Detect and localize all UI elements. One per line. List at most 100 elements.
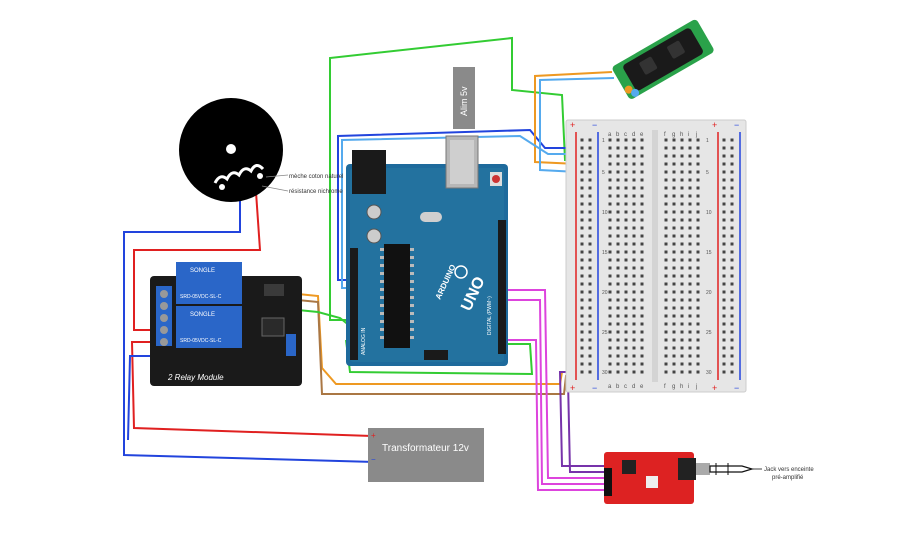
breadboard-hole [632, 138, 636, 142]
breadboard-hole [608, 314, 612, 318]
breadboard-hole [616, 178, 620, 182]
breadboard-column-letter: d [632, 132, 635, 138]
breadboard-hole [624, 290, 628, 294]
breadboard-row-number: 5 [602, 170, 605, 176]
wick-label: mèche coton naturel [289, 174, 343, 180]
breadboard-hole [608, 250, 612, 254]
breadboard-hole [616, 234, 620, 238]
breadboard-hole [664, 146, 668, 150]
breadboard-hole [580, 226, 584, 230]
breadboard-hole [696, 178, 700, 182]
breadboard-hole [680, 346, 684, 350]
breadboard-hole [680, 370, 684, 374]
breadboard-hole [632, 210, 636, 214]
breadboard-hole [580, 266, 584, 270]
breadboard-hole [640, 338, 644, 342]
breadboard-column-letter: h [680, 132, 683, 138]
breadboard-hole [624, 186, 628, 190]
breadboard-hole [688, 194, 692, 198]
breadboard-hole [696, 226, 700, 230]
breadboard-hole [588, 162, 592, 166]
breadboard-hole [696, 306, 700, 310]
breadboard-hole [696, 362, 700, 366]
breadboard-hole [608, 186, 612, 190]
breadboard-hole [588, 282, 592, 286]
relay-module: SONGLE SRD-05VDC-SL-C SONGLE SRD-05VDC-S… [150, 262, 302, 386]
breadboard-hole [688, 250, 692, 254]
breadboard-hole [616, 306, 620, 310]
breadboard-hole [640, 306, 644, 310]
breadboard-hole [580, 370, 584, 374]
breadboard-column-letter: d [632, 384, 635, 390]
heating-disc [179, 98, 289, 202]
breadboard-hole [588, 330, 592, 334]
breadboard-hole [722, 298, 726, 302]
breadboard-hole [722, 178, 726, 182]
breadboard-hole [624, 330, 628, 334]
breadboard-hole [688, 234, 692, 238]
breadboard-hole [624, 298, 628, 302]
breadboard-hole [624, 242, 628, 246]
breadboard-hole [730, 178, 734, 182]
breadboard-hole [608, 370, 612, 374]
breadboard-hole [624, 202, 628, 206]
breadboard-hole [680, 330, 684, 334]
breadboard-hole [608, 194, 612, 198]
breadboard-hole [632, 330, 636, 334]
breadboard-hole [588, 306, 592, 310]
breadboard-hole [608, 290, 612, 294]
breadboard-hole [616, 218, 620, 222]
breadboard-hole [672, 330, 676, 334]
breadboard-hole [580, 298, 584, 302]
breadboard-hole [580, 138, 584, 142]
breadboard-column-letter: j [695, 384, 697, 390]
breadboard-hole [664, 218, 668, 222]
breadboard-hole [616, 282, 620, 286]
wire-lightblue-arduino [341, 134, 578, 289]
rail-minus-bottom-left: − [592, 383, 597, 393]
breadboard-hole [672, 362, 676, 366]
transformer-label: Transformateur 12v [382, 443, 469, 454]
breadboard-hole [672, 138, 676, 142]
distance-sensor [612, 19, 714, 99]
breadboard-hole [588, 354, 592, 358]
wire-heater-red [133, 191, 262, 331]
breadboard-hole [588, 138, 592, 142]
breadboard-hole [616, 370, 620, 374]
breadboard-hole [580, 218, 584, 222]
breadboard-hole [688, 362, 692, 366]
breadboard-hole [688, 210, 692, 214]
breadboard-hole [616, 186, 620, 190]
breadboard-hole [680, 146, 684, 150]
breadboard-hole [640, 178, 644, 182]
breadboard-hole [632, 282, 636, 286]
breadboard-column-letter: b [616, 384, 620, 390]
breadboard-hole [672, 258, 676, 262]
breadboard-column-letter: a [608, 384, 612, 390]
breadboard-hole [616, 194, 620, 198]
breadboard-hole [730, 306, 734, 310]
relay-brand-2: SONGLE [190, 312, 215, 318]
breadboard-hole [588, 234, 592, 238]
breadboard-hole [688, 346, 692, 350]
rail-minus-top-left: − [592, 120, 597, 130]
breadboard-hole [722, 146, 726, 150]
breadboard-hole [722, 346, 726, 350]
breadboard-hole [722, 274, 726, 278]
rail-plus-bottom-left: + [570, 383, 575, 393]
breadboard-hole [672, 186, 676, 190]
breadboard-hole [632, 162, 636, 166]
breadboard-hole [640, 170, 644, 174]
breadboard-hole [580, 274, 584, 278]
breadboard-hole [722, 282, 726, 286]
wire-green-relay [297, 309, 351, 327]
breadboard-hole [632, 242, 636, 246]
breadboard-hole [580, 250, 584, 254]
breadboard-hole [624, 226, 628, 230]
breadboard-hole [580, 210, 584, 214]
breadboard-hole [688, 314, 692, 318]
breadboard-hole [616, 274, 620, 278]
breadboard-hole [696, 258, 700, 262]
wire-relay-transformer-red [130, 341, 373, 437]
breadboard-hole [722, 242, 726, 246]
